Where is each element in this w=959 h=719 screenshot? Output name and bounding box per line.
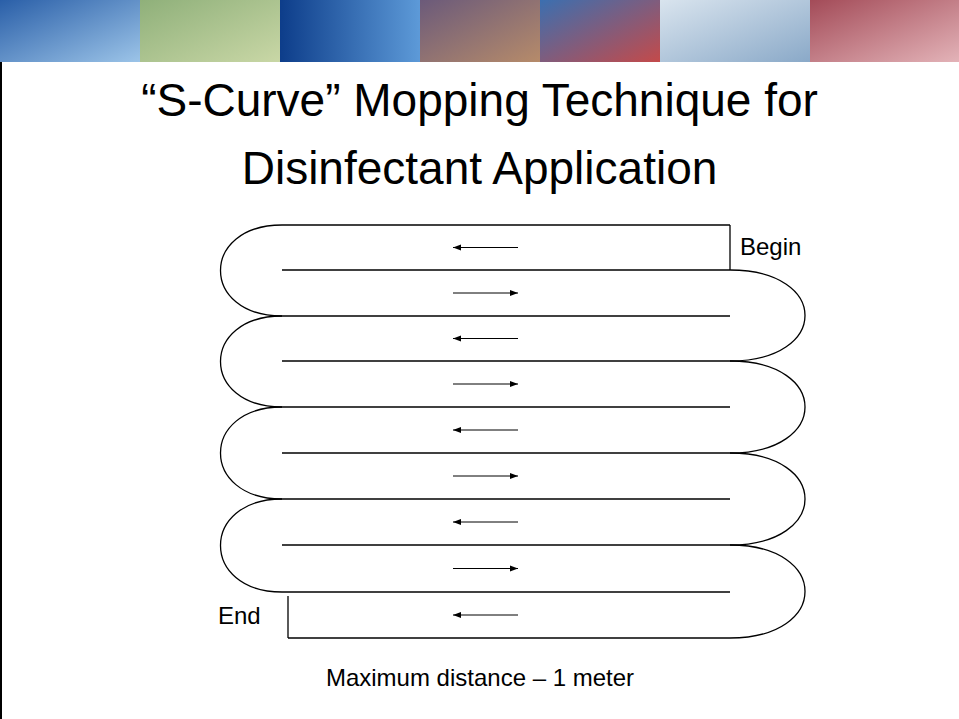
begin-label: Begin <box>740 233 801 261</box>
s-curve-line <box>221 225 283 316</box>
direction-arrow <box>453 290 518 296</box>
s-curve-line <box>729 225 730 270</box>
end-label: End <box>218 602 261 630</box>
s-curve-line <box>288 637 730 638</box>
direction-arrow <box>453 519 518 525</box>
s-curve-line <box>282 452 730 453</box>
s-curve-line <box>730 453 805 545</box>
slide-title: “S-Curve” Mopping Technique for Disinfec… <box>0 66 959 202</box>
s-curve-line <box>221 316 283 407</box>
title-text: “S-Curve” Mopping Technique for Disinfec… <box>110 66 850 202</box>
direction-arrow <box>453 566 518 572</box>
s-curve-line <box>730 545 805 638</box>
s-curve-line <box>282 360 730 361</box>
direction-arrow <box>453 245 518 251</box>
direction-arrow <box>453 612 518 618</box>
s-curve-line <box>282 269 730 270</box>
direction-arrow <box>453 336 518 342</box>
s-curve-line <box>282 544 730 545</box>
distance-caption: Maximum distance – 1 meter <box>326 664 634 692</box>
s-curve-line <box>287 596 288 638</box>
banner <box>0 0 959 62</box>
s-curve-line <box>730 270 805 361</box>
direction-arrow <box>453 381 518 387</box>
s-curve-line <box>282 315 730 316</box>
s-curve-path <box>221 225 806 638</box>
s-curve-line <box>282 591 730 592</box>
direction-arrow <box>453 427 518 433</box>
s-curve-line <box>282 406 730 407</box>
direction-arrow <box>453 473 518 479</box>
s-curve-line <box>221 499 283 592</box>
s-curve-line <box>221 407 283 499</box>
border-line <box>0 62 2 719</box>
s-curve-line <box>730 361 805 453</box>
s-curve-line <box>282 498 730 499</box>
s-curve-line <box>282 224 730 225</box>
